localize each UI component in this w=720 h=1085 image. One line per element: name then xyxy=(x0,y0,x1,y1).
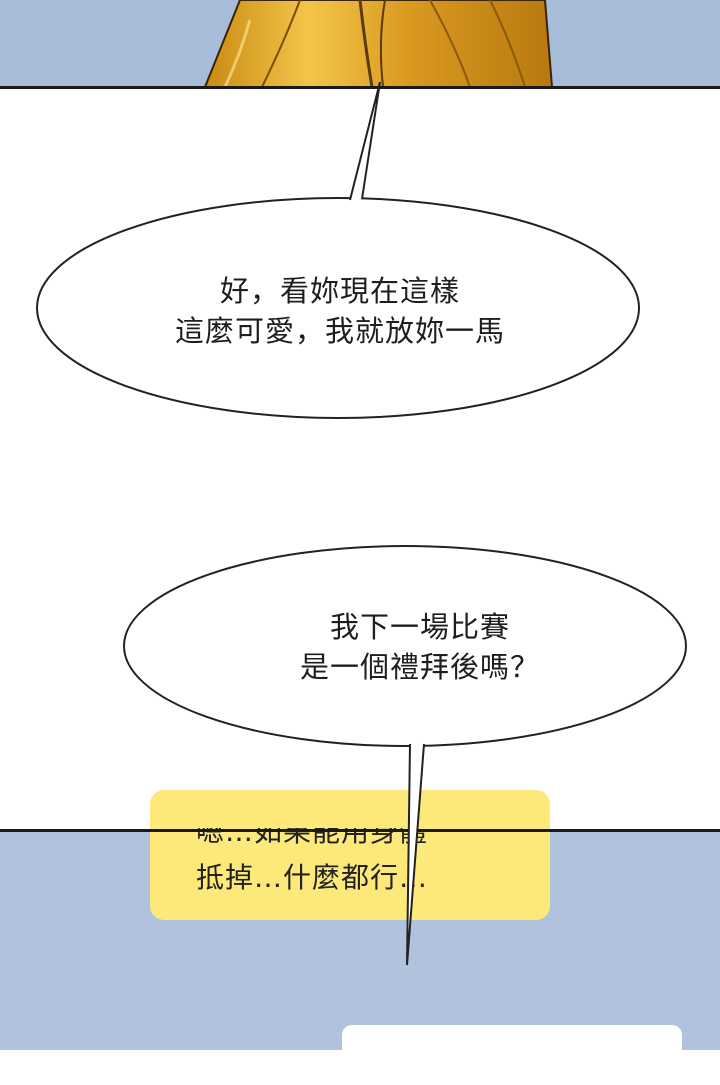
bottom-panel-border xyxy=(0,829,720,832)
note-text-line1: 嗯…如果能用身體 xyxy=(196,828,516,850)
character-hair-illustration xyxy=(203,0,554,87)
bubble-2-line2: 是一個禮拜後嗎？ xyxy=(299,650,540,684)
speech-bubble-1-text: 好，看妳現在這樣 這麼可愛，我就放妳一馬 xyxy=(140,271,540,351)
speech-bubble-2 xyxy=(123,545,687,966)
yellow-note-board xyxy=(150,790,550,920)
bubble-1-line1: 好，看妳現在這樣 xyxy=(219,274,460,308)
speech-bubbles-layer xyxy=(36,81,687,966)
top-panel-border xyxy=(0,86,720,89)
bubble-2-line1: 我下一場比賽 xyxy=(329,610,510,644)
top-comic-panel xyxy=(0,0,720,87)
speech-bubble-2-text: 我下一場比賽 是一個禮拜後嗎？ xyxy=(220,607,620,687)
note-text-line2: 抵掉…什麼都行… xyxy=(196,861,429,894)
bubble-1-line2: 這麼可愛，我就放妳一馬 xyxy=(174,314,505,348)
speech-bubble-1 xyxy=(36,81,640,419)
